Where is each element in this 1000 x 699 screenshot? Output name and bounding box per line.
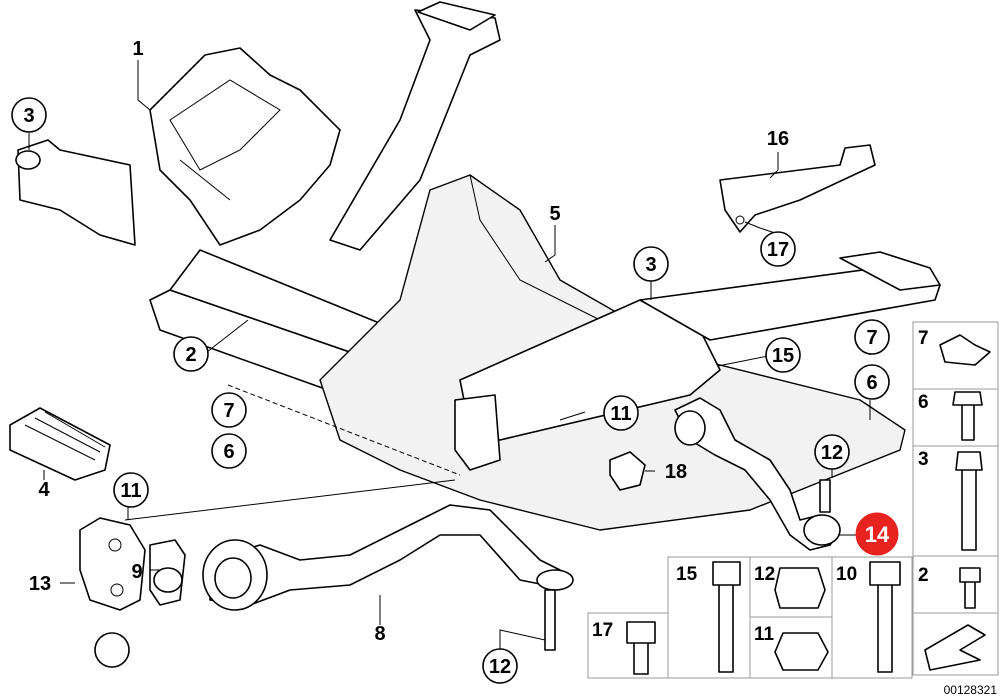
svg-text:2: 2 <box>185 344 196 366</box>
svg-text:2: 2 <box>918 565 929 586</box>
callout-1: 1 <box>132 38 143 60</box>
svg-text:6: 6 <box>223 441 234 463</box>
wishbone-left <box>202 504 574 651</box>
svg-text:16: 16 <box>767 128 789 150</box>
svg-text:18: 18 <box>665 461 687 483</box>
callout-12-left: 12 <box>482 648 518 684</box>
bushing-bracket-left <box>79 517 186 611</box>
hex-bolt-long-icon <box>712 561 741 673</box>
svg-text:7: 7 <box>866 327 877 349</box>
legend-fastener-column: 7 6 3 2 <box>912 321 999 676</box>
svg-text:3: 3 <box>918 449 929 470</box>
callout-18: 18 <box>665 461 687 483</box>
callout-12-right: 12 <box>814 434 850 470</box>
clip-nut-icon <box>939 334 991 366</box>
svg-text:7: 7 <box>918 328 929 349</box>
svg-text:12: 12 <box>821 442 843 464</box>
flange-screw-small-icon <box>626 621 656 675</box>
wishbone-right <box>609 397 841 551</box>
svg-text:6: 6 <box>918 392 929 413</box>
callout-13: 13 <box>29 573 51 595</box>
callout-2: 2 <box>173 336 209 372</box>
callout-6-right: 6 <box>854 364 890 400</box>
front-axle-subframe <box>15 1 941 531</box>
callout-5: 5 <box>549 203 560 225</box>
svg-text:4: 4 <box>38 479 50 501</box>
svg-text:11: 11 <box>610 403 631 425</box>
collar-nut-icon <box>774 632 829 671</box>
svg-text:1: 1 <box>132 38 143 60</box>
callout-11-left: 11 <box>113 472 149 508</box>
svg-text:7: 7 <box>223 400 234 422</box>
svg-text:14: 14 <box>865 522 890 547</box>
leader-lines <box>28 60 871 650</box>
svg-text:12: 12 <box>754 564 775 585</box>
legend-fastener-row: 15 12 11 10 17 <box>587 556 913 679</box>
callout-3-left: 3 <box>11 97 47 133</box>
callout-17: 17 <box>760 231 796 267</box>
svg-text:12: 12 <box>489 656 511 678</box>
callout-7-left: 7 <box>211 392 247 428</box>
svg-text:15: 15 <box>676 564 698 585</box>
flange-bolt-icon <box>952 391 983 441</box>
svg-text:17: 17 <box>767 239 789 261</box>
svg-text:10: 10 <box>836 564 857 585</box>
hex-bolt-medium-icon <box>869 561 901 673</box>
svg-text:6: 6 <box>866 372 877 394</box>
socket-screw-icon <box>959 567 981 609</box>
callout-15: 15 <box>765 337 801 373</box>
svg-text:15: 15 <box>772 345 794 367</box>
svg-text:9: 9 <box>131 561 142 583</box>
svg-text:17: 17 <box>592 620 613 641</box>
svg-text:13: 13 <box>29 573 51 595</box>
reinforcement-plate <box>719 144 876 233</box>
svg-text:11: 11 <box>754 624 775 645</box>
heat-shield <box>9 407 111 481</box>
direction-arrow-icon <box>924 624 986 671</box>
callout-partial-bottom <box>94 632 130 668</box>
document-id: 00128321 <box>944 683 998 697</box>
svg-text:3: 3 <box>645 254 656 276</box>
svg-text:11: 11 <box>120 480 141 502</box>
callout-16: 16 <box>767 128 789 150</box>
callout-11-right: 11 <box>603 395 639 431</box>
callout-4: 4 <box>38 479 50 501</box>
callout-3-right: 3 <box>633 246 669 282</box>
callout-9: 9 <box>131 561 142 583</box>
self-locking-nut-icon <box>774 567 826 609</box>
svg-text:5: 5 <box>549 203 560 225</box>
callout-7-right: 7 <box>854 319 890 355</box>
long-bolt-icon <box>955 451 983 551</box>
callout-8: 8 <box>374 623 385 645</box>
svg-text:3: 3 <box>23 105 34 127</box>
callout-6-left: 6 <box>211 433 247 469</box>
callout-14-highlight[interactable]: 14 <box>855 512 899 556</box>
svg-text:8: 8 <box>374 623 385 645</box>
